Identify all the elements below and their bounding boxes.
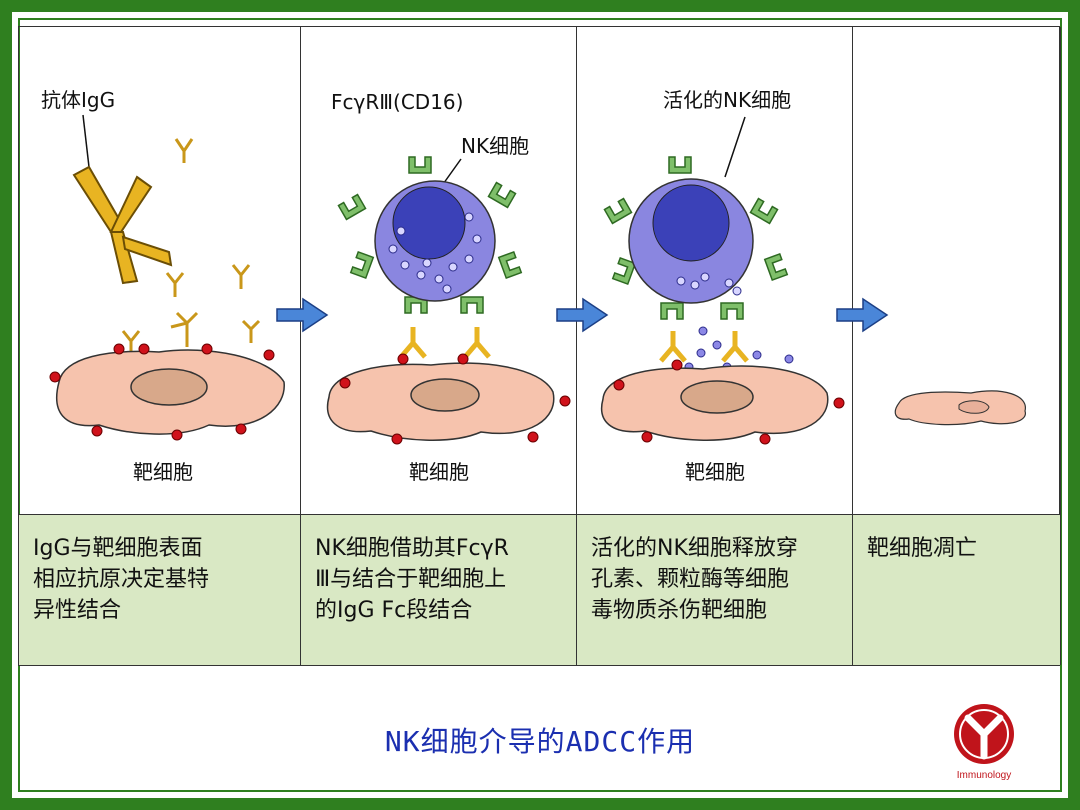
bridging-antibody-icons: [399, 327, 491, 359]
large-antibody-icon: [72, 165, 173, 285]
panel-3: 活化的NK细胞: [577, 27, 853, 665]
arrow-3-icon: [836, 297, 889, 333]
apoptotic-cell-icon: [894, 390, 1026, 426]
caption-3-line-3: 毒物质杀伤靶细胞: [591, 598, 768, 623]
caption-2-area: NK细胞借助其FcγR Ⅲ与结合于靶细胞上 的IgG Fc段结合: [301, 514, 576, 665]
nk-cell-label: NK细胞: [461, 134, 529, 158]
caption-4-area: 靶细胞凋亡: [853, 514, 1060, 665]
target-cell-icon-3: [600, 365, 829, 441]
target-cell-icon-2: [326, 362, 555, 441]
antibody-label: 抗体IgG: [41, 88, 115, 112]
fc-receptor-icons: [337, 156, 523, 314]
caption-2-line-1: NK细胞借助其FcγR: [315, 536, 509, 561]
caption-3-line-1: 活化的NK细胞释放穿: [591, 536, 798, 561]
caption-4-line-1: 靶细胞凋亡: [867, 536, 978, 561]
panel-1: 抗体IgG: [19, 27, 301, 665]
caption-3-area: 活化的NK细胞释放穿 孔素、颗粒酶等细胞 毒物质杀伤靶细胞: [577, 514, 852, 665]
antigen-dots: [49, 343, 275, 441]
caption-1-line-1: IgG与靶细胞表面: [33, 536, 203, 561]
caption-1-line-2: 相应抗原决定基特: [33, 567, 210, 592]
panel-4-illustration: [894, 390, 1026, 426]
activated-nk-cell-icon: [628, 178, 754, 304]
fc-receptor-icons-3: [603, 156, 789, 320]
arrow-2-icon: [556, 297, 609, 333]
target-cell-label-2: 靶细胞: [409, 460, 469, 484]
adcc-diagram: 抗体IgG: [18, 26, 1061, 666]
panel-4: 靶细胞凋亡: [853, 27, 1061, 665]
antigen-dots-2: [339, 353, 571, 445]
caption-3-line-2: 孔素、颗粒酶等细胞: [591, 567, 790, 592]
slide-title: NK细胞介导的ADCC作用: [384, 725, 696, 758]
panel-1-illustration: 抗体IgG: [41, 88, 285, 484]
caption-2-line-3: 的IgG Fc段结合: [315, 598, 473, 623]
antigen-dots-3: [613, 359, 845, 445]
arrow-1-icon: [276, 297, 329, 333]
logo-text: Immunology: [957, 770, 1011, 781]
immunology-logo-icon: Immunology: [954, 704, 1014, 781]
caption-2-line-2: Ⅲ与结合于靶细胞上: [315, 567, 507, 592]
receptor-label: FcγRⅢ(CD16): [331, 90, 463, 114]
panel-3-illustration: 活化的NK细胞: [600, 88, 845, 484]
target-cell-label-1: 靶细胞: [133, 460, 193, 484]
small-antibody-icons: [121, 138, 261, 357]
target-cell-icon: [55, 349, 285, 435]
activated-nk-label: 活化的NK细胞: [663, 88, 791, 112]
panel-2-illustration: FcγRⅢ(CD16) NK细胞: [326, 90, 571, 484]
bridging-antibody-icons-3: [659, 331, 749, 363]
caption-1-line-3: 异性结合: [33, 598, 122, 623]
target-cell-label-3: 靶细胞: [685, 460, 745, 484]
process-arrows: [276, 297, 889, 333]
panel-2: FcγRⅢ(CD16) NK细胞: [301, 27, 577, 665]
inner-border: [18, 18, 1062, 792]
nk-cell-icon: [374, 180, 496, 302]
caption-1-area: IgG与靶细胞表面 相应抗原决定基特 异性结合: [19, 514, 300, 665]
